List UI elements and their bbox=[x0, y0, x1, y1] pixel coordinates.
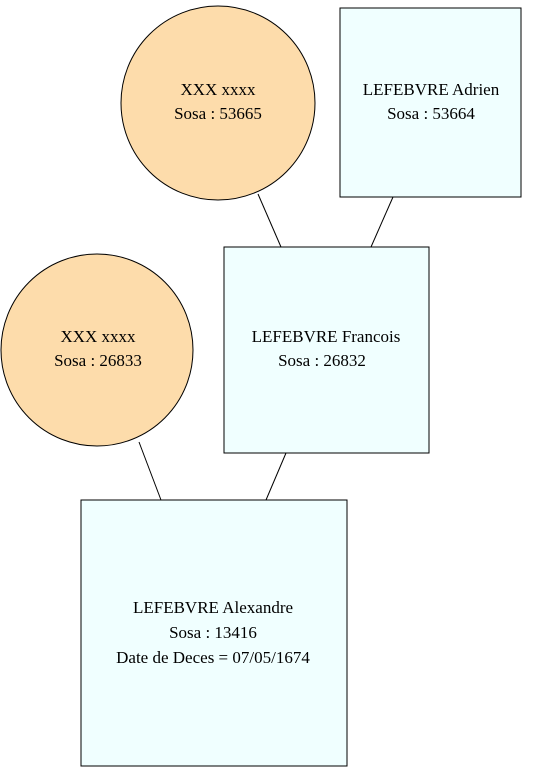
person-sosa: Sosa : 26832 bbox=[278, 351, 366, 370]
person-name: XXX xxxx bbox=[60, 327, 136, 346]
edge-francois-to-alexandre bbox=[265, 452, 287, 501]
male-node-box bbox=[80, 499, 348, 767]
male-node-box bbox=[339, 7, 522, 198]
person-name: LEFEBVRE Alexandre bbox=[133, 598, 293, 617]
female-node-circle bbox=[0, 253, 194, 447]
person-sosa: Sosa : 26833 bbox=[54, 351, 142, 370]
person-node-sosa-13416[interactable]: LEFEBVRE Alexandre Sosa : 13416 Date de … bbox=[80, 499, 348, 767]
person-death-date: Date de Deces = 07/05/1674 bbox=[116, 648, 310, 667]
edge-mother-to-francois bbox=[257, 193, 282, 248]
person-node-sosa-53664[interactable]: LEFEBVRE Adrien Sosa : 53664 bbox=[339, 7, 522, 198]
edge-father-to-francois bbox=[370, 196, 394, 248]
person-node-sosa-53665[interactable]: XXX xxxx Sosa : 53665 bbox=[120, 5, 316, 201]
female-node-circle bbox=[120, 5, 316, 201]
edge-mother-to-alexandre bbox=[138, 441, 162, 501]
person-sosa: Sosa : 13416 bbox=[169, 623, 257, 642]
person-sosa: Sosa : 53664 bbox=[387, 104, 475, 123]
person-node-sosa-26833[interactable]: XXX xxxx Sosa : 26833 bbox=[0, 253, 194, 447]
person-node-sosa-26832[interactable]: LEFEBVRE Francois Sosa : 26832 bbox=[223, 246, 430, 454]
person-name: LEFEBVRE Francois bbox=[252, 327, 401, 346]
person-name: LEFEBVRE Adrien bbox=[363, 80, 500, 99]
person-sosa: Sosa : 53665 bbox=[174, 104, 262, 123]
person-name: XXX xxxx bbox=[180, 80, 256, 99]
male-node-box bbox=[223, 246, 430, 454]
